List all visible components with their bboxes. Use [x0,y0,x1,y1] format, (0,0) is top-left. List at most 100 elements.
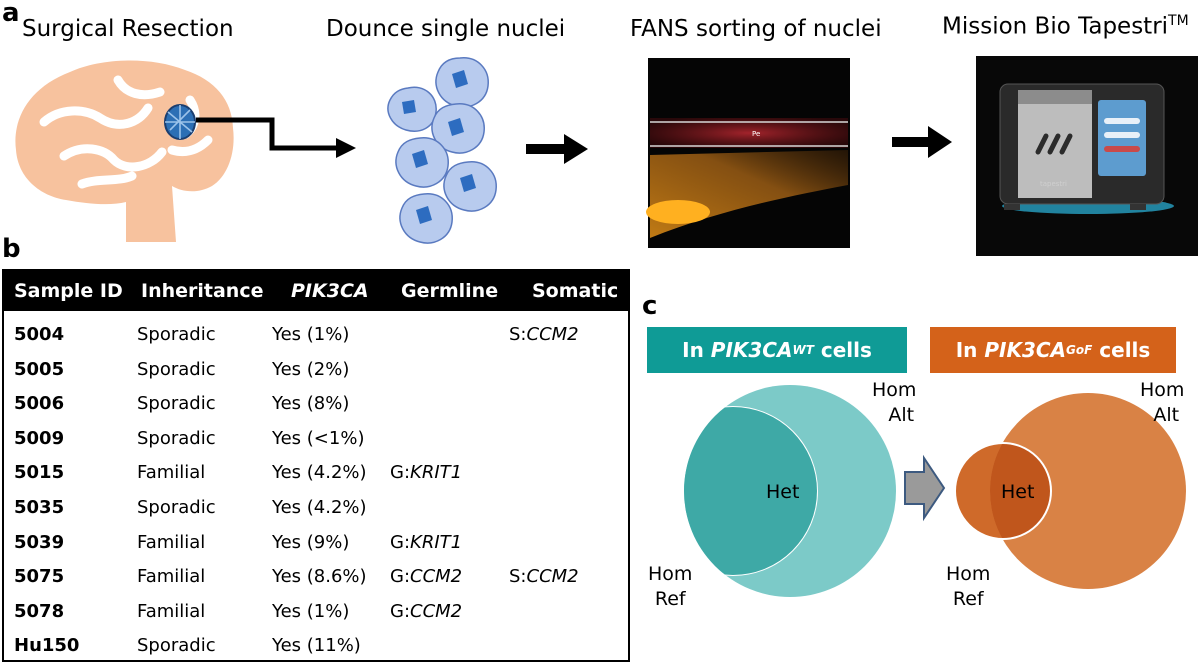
cell-sample-id: 5006 [14,393,65,415]
gof-label-hom-alt: Hom Alt [1140,378,1184,428]
header-sample-id: Sample ID [14,280,123,302]
germline-prefix: G: [390,566,411,588]
header-somatic: Somatic [532,280,619,302]
cell-pik3ca: Yes (<1%) [272,427,365,449]
germline-gene: KRIT1 [410,531,463,553]
cell-sample-id: 5009 [14,427,65,449]
cell-sample-id: 5035 [14,497,65,518]
cell-germline: G:KRIT1 [390,462,462,483]
cell-pik3ca: Yes (11%) [272,635,361,657]
gof-label-het: Het [1001,481,1035,503]
gof-hom-alt-line1: Hom [1140,379,1185,401]
cell-inheritance: Sporadic [137,358,216,380]
gof-hom-ref-line1: Hom [946,563,991,585]
table-row: Hu150 Sporadic Yes (11%) [4,628,628,663]
brain-illustration [15,60,234,242]
cell-sample-id: 5005 [14,358,65,380]
cell-sample-id: 5075 [14,566,65,588]
gof-banner-suffix: cells [1092,338,1151,362]
wt-hom-ref-line1: Hom [648,563,693,585]
wt-hom-alt-line2: Alt [888,404,915,426]
fans-gate-label: Pe [752,130,760,138]
cell-sample-id: Hu150 [14,635,80,657]
wt-to-gof-arrow [904,454,946,522]
cell-1 [435,57,489,108]
cell-somatic: S:CCM2 [509,566,579,587]
gof-venn [954,393,1186,589]
panel-letter-b: b [2,234,21,264]
wt-hom-ref-line2: Ref [654,588,686,610]
somatic-gene: CCM2 [526,566,579,588]
cell-pik3ca: Yes (9%) [272,531,350,553]
germline-prefix: G: [390,531,411,553]
wt-label-het: Het [766,481,800,503]
wt-hom-alt-line1: Hom [872,379,917,401]
germline-gene: CCM2 [410,600,463,622]
table-header: Sample ID Inheritance PIK3CA Germline So… [4,271,628,311]
brain-to-nuclei-arrow [196,117,356,158]
nuclei-to-fans-arrow [526,134,588,164]
somatic-gene: CCM2 [526,324,579,345]
sample-table: Sample ID Inheritance PIK3CA Germline So… [2,269,630,662]
germline-prefix: G: [390,600,411,622]
wt-het-overlap [684,407,817,575]
gof-hom-alt-line2: Alt [1153,404,1180,426]
cell-pik3ca: Yes (4.2%) [272,497,367,518]
wt-label-hom-alt: Hom Alt [872,378,916,428]
cell-pik3ca: Yes (2%) [272,358,350,380]
cell-inheritance: Sporadic [137,427,216,449]
cell-pik3ca: Yes (8%) [272,393,350,415]
cell-germline: G:CCM2 [390,601,462,622]
step-title-dounce: Dounce single nuclei [326,16,566,42]
gof-hom-ref-line2: Ref [952,588,984,610]
header-pik3ca: PIK3CA [291,280,369,302]
header-germline: Germline [401,280,499,302]
cell-5 [443,161,497,212]
panel-letter-a: a [2,0,20,28]
cell-sample-id: 5004 [14,324,65,345]
cell-germline: G:KRIT1 [390,532,462,553]
cell-3 [431,103,485,154]
germline-prefix: G: [390,462,411,484]
lesion-icon [164,104,196,140]
table-row: 5009 Sporadic Yes (<1%) [4,421,628,456]
gof-label-hom-ref: Hom Ref [946,562,990,612]
cell-6 [399,193,453,244]
cell-pik3ca: Yes (1%) [272,324,350,345]
wt-label-hom-ref: Hom Ref [648,562,692,612]
cell-2 [387,86,437,132]
gof-banner-gene: PIK3CA [984,338,1067,362]
cell-inheritance: Familial [137,462,206,484]
step-title-tapestri: Mission Bio TapestriTM [942,14,1189,39]
gof-banner-prefix: In [955,338,985,362]
fans-to-tapestri-arrow [892,126,952,158]
tapestri-title-text: Mission Bio Tapestri [942,13,1169,40]
step-title-fans: FANS sorting of nuclei [630,16,882,42]
wt-banner-prefix: In [682,338,711,362]
cell-pik3ca: Yes (4.2%) [272,462,367,484]
wt-banner-suffix: cells [813,338,872,362]
cell-inheritance: Sporadic [137,635,216,657]
wt-venn [648,385,896,597]
panel-a-graphics: Pe tapestri [15,56,1198,256]
tapestri-brand-text: tapestri [1040,180,1067,188]
cell-inheritance: Sporadic [137,324,216,345]
somatic-prefix: S: [509,566,527,588]
germline-gene: KRIT1 [410,462,463,484]
cell-pik3ca: Yes (1%) [272,600,350,622]
nuclei-cells [387,57,497,244]
wt-banner-sup: WT [792,343,814,357]
germline-gene: CCM2 [410,566,463,588]
venn-graphics [648,385,1186,597]
gof-hom-alt-circle [990,393,1186,589]
fans-plot: Pe [646,58,850,248]
cell-4 [395,137,449,188]
cell-germline: G:CCM2 [390,566,462,587]
